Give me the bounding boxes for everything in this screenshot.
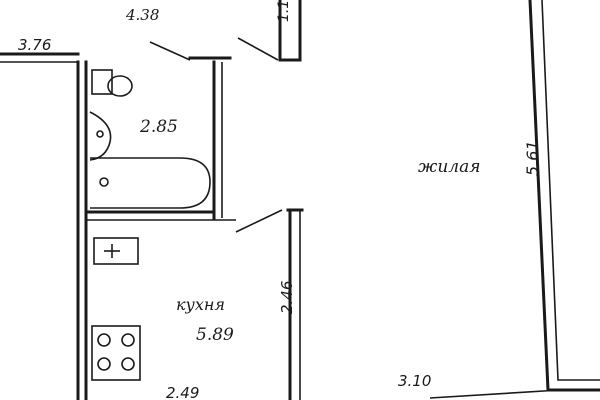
living-name-label: жилая bbox=[418, 157, 481, 177]
stove-icon bbox=[91, 325, 141, 381]
kitchen-sink-icon bbox=[93, 237, 139, 265]
kitchen-area-label: 5.89 bbox=[196, 325, 234, 345]
dim-bottom-kitchen: 2.49 bbox=[166, 384, 199, 400]
kitchen bbox=[91, 208, 304, 400]
dim-bottom-living: 3.10 bbox=[398, 372, 431, 390]
dim-kitchen-height: 2.46 bbox=[278, 281, 296, 314]
hall-room bbox=[0, 0, 302, 63]
kitchen-name-label: кухня bbox=[176, 295, 225, 314]
hall-area-label: 4.38 bbox=[125, 6, 159, 24]
sink-icon bbox=[89, 111, 112, 161]
dim-top-left: 3.76 bbox=[18, 36, 51, 54]
living-room bbox=[429, 0, 600, 399]
dim-top-right: 1.18 bbox=[276, 0, 292, 22]
bathtub-icon bbox=[90, 157, 211, 209]
toilet-icon bbox=[91, 69, 133, 97]
bathroom bbox=[76, 60, 236, 400]
dim-living-height: 5.61 bbox=[523, 140, 542, 176]
bath-area-label: 2.85 bbox=[139, 117, 178, 137]
